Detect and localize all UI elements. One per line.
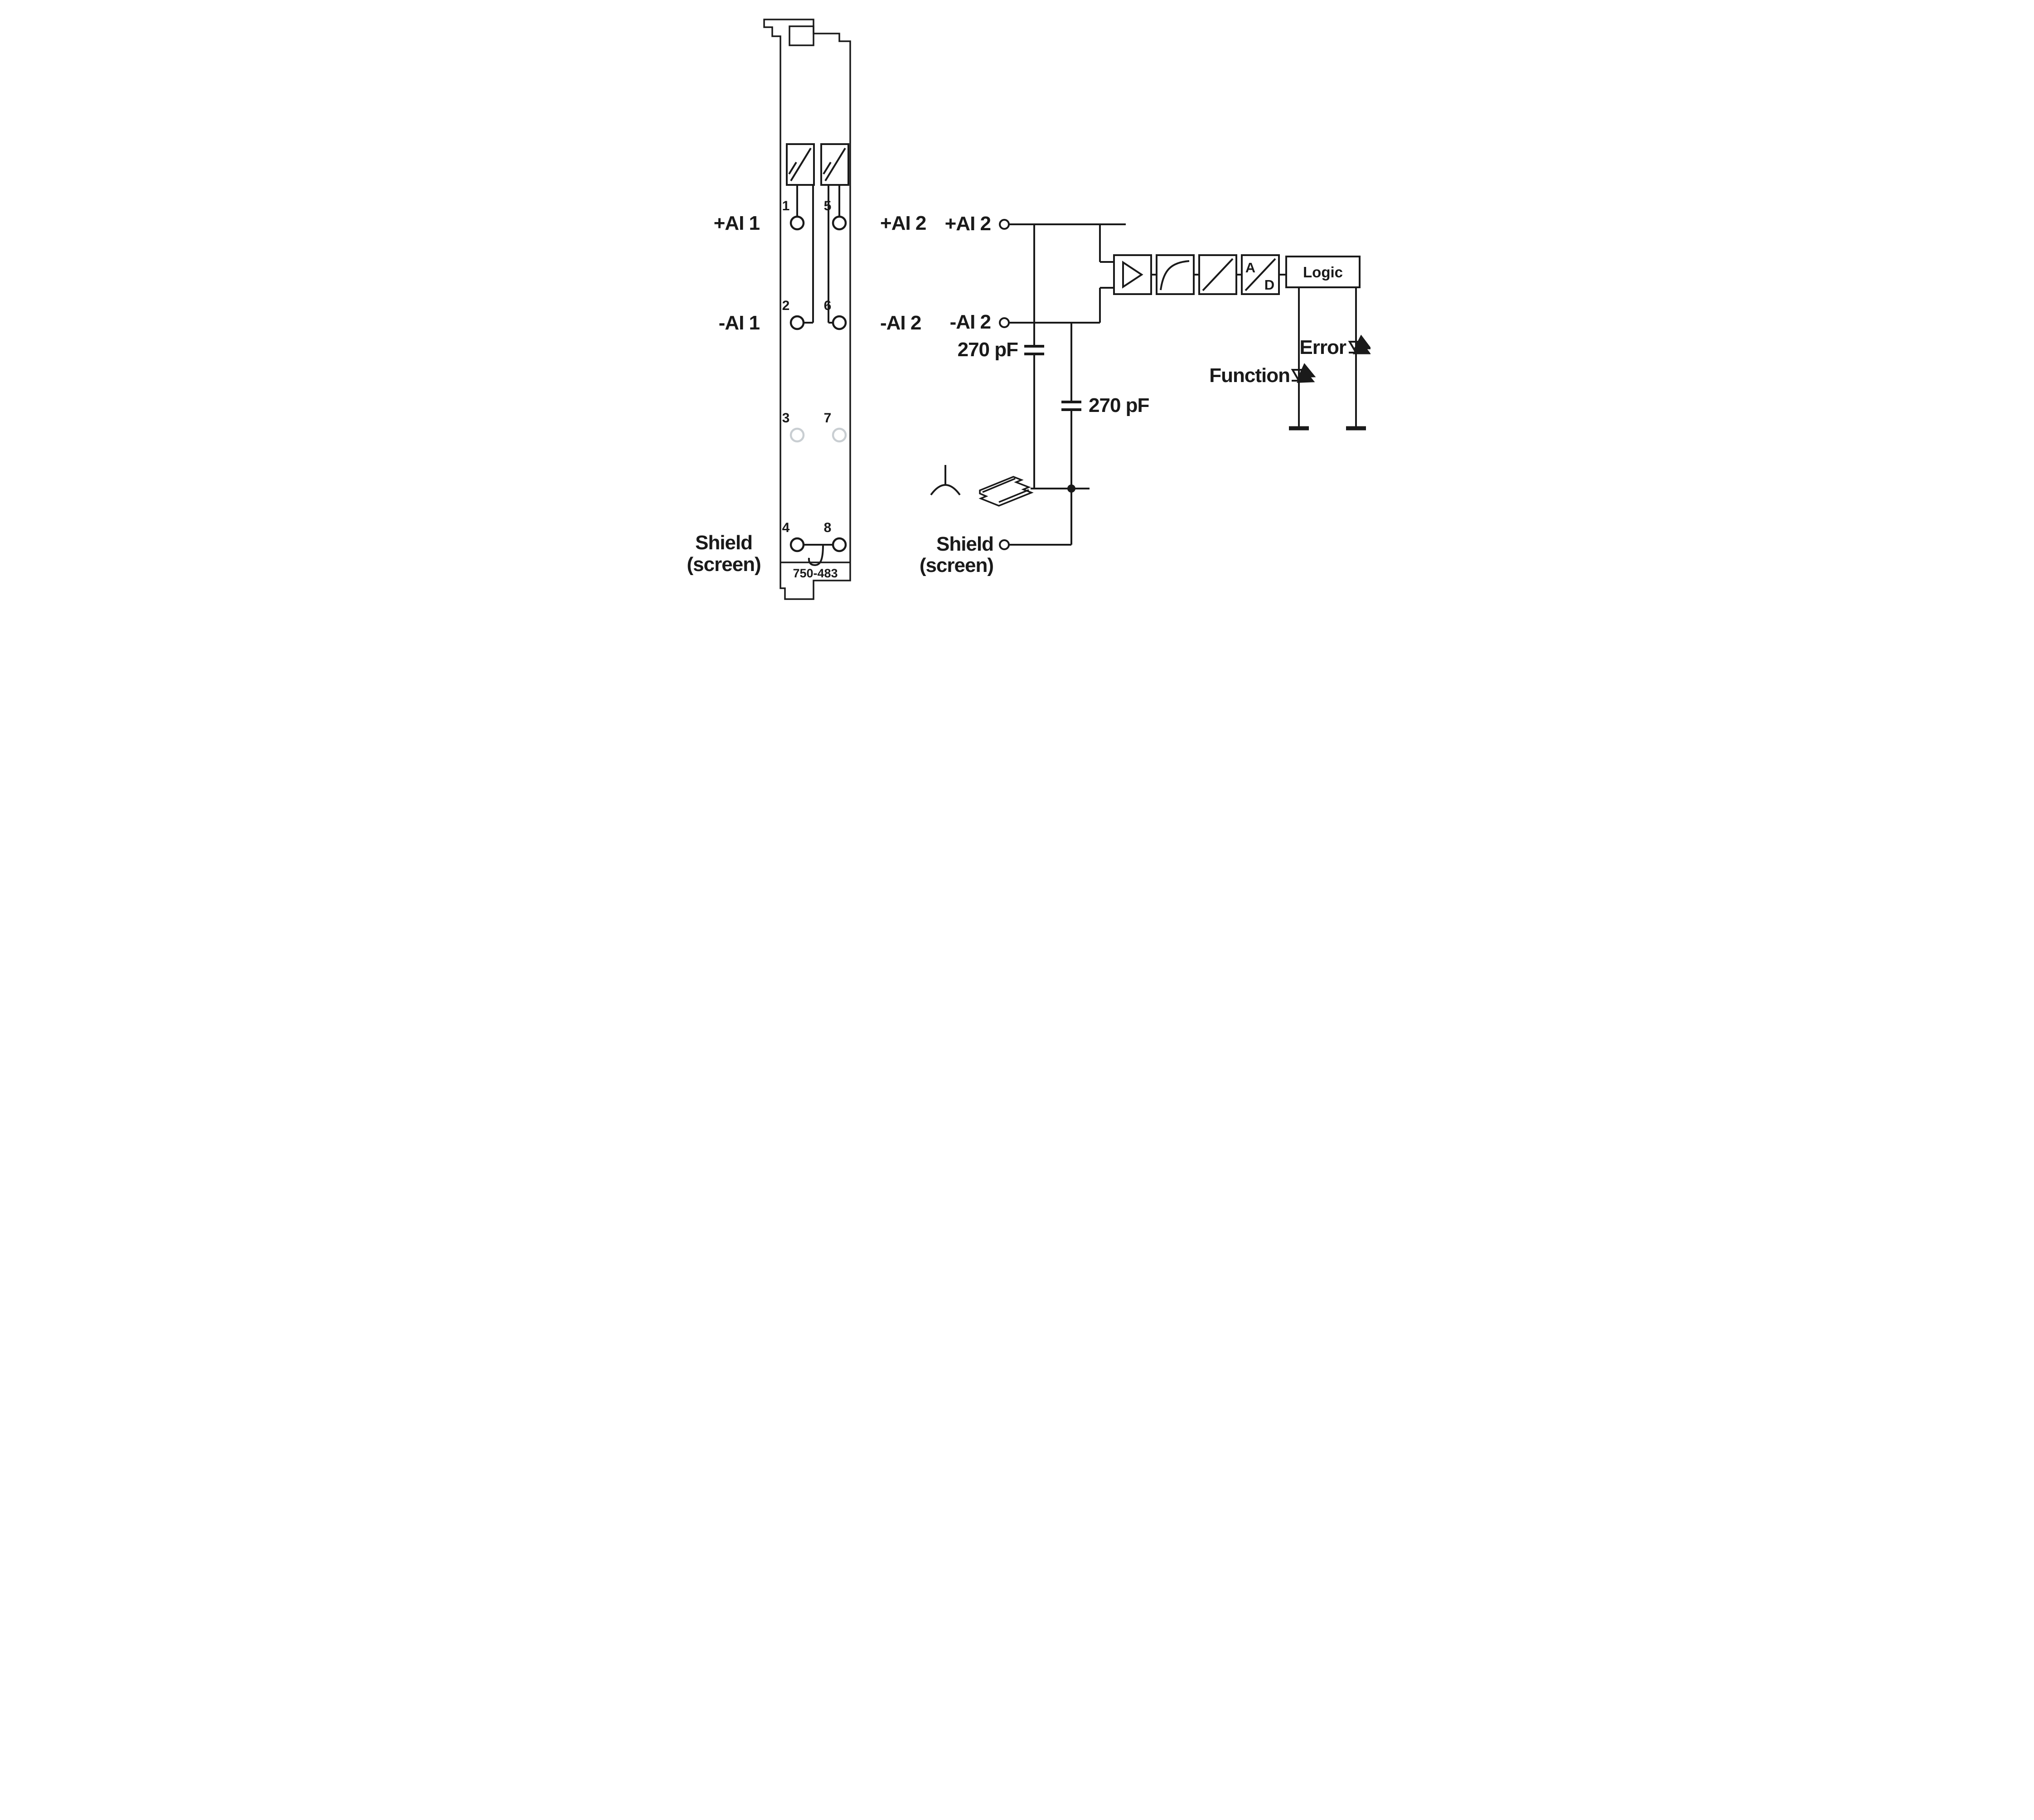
terminal-number-7: 7	[824, 411, 832, 426]
circuit-label-ai2-plus: +AI 2	[945, 213, 991, 235]
terminal-number-2: 2	[782, 298, 790, 313]
filter-curve-icon	[1160, 260, 1190, 290]
label-ai1-minus: -AI 1	[719, 312, 760, 334]
capacitor-2: 270 pF	[1061, 323, 1150, 545]
capacitor-1: 270 pF	[958, 224, 1044, 489]
terminal-number-8: 8	[824, 520, 832, 535]
module-outline	[763, 19, 851, 600]
circuit-label-ai2-minus: -AI 2	[950, 311, 991, 333]
function-led-icon	[1291, 363, 1316, 383]
amplifier-box	[1113, 254, 1152, 295]
terminal-8	[832, 537, 847, 552]
terminal-5	[832, 215, 847, 231]
terminal-number-3: 3	[782, 411, 790, 426]
clamp-box-icon	[786, 143, 815, 186]
function-led-label: Function	[1209, 364, 1290, 387]
clamp-symbol-1	[786, 143, 815, 186]
amplifier-triangle-icon	[1122, 261, 1143, 289]
din-rail-icon	[978, 476, 1034, 507]
clamp-slash-icon	[790, 147, 812, 182]
module-labels: +AI 1 -AI 1 Shield (screen) +AI 2 -AI 2	[687, 212, 926, 576]
clamp-box-icon	[820, 143, 849, 186]
function-led-ray1	[1298, 363, 1316, 378]
part-number: 750-483	[793, 566, 838, 580]
logic-box	[1285, 256, 1361, 288]
earth-arc-icon	[930, 484, 961, 496]
clamp-slash-short-icon	[823, 161, 832, 175]
earth-symbol	[930, 465, 961, 496]
junction-dot	[1067, 484, 1075, 493]
function-led-ray2	[1297, 368, 1315, 383]
error-led-label: Error	[1299, 336, 1346, 358]
label-shield: Shield	[695, 532, 752, 554]
ad-letter-a: A	[1245, 260, 1255, 276]
module-top-notch	[789, 25, 814, 46]
terminal-number-5: 5	[824, 198, 832, 213]
ad-letter-d: D	[1264, 277, 1274, 293]
input-pin-shield	[999, 539, 1010, 550]
amplifier-block	[1113, 254, 1152, 295]
error-led-ray1	[1353, 334, 1371, 349]
din-rail-edge	[982, 478, 1016, 493]
terminal-number-1: 1	[782, 198, 790, 213]
din-rail-edge2	[998, 489, 1029, 503]
linear-slash-icon	[1202, 258, 1234, 291]
terminal-1	[789, 215, 805, 231]
label-ai1-plus: +AI 1	[714, 212, 760, 234]
wiring-diagram: 1 2 3 4 5 6 7 8 750-483 +AI 1 -AI 1 Shie…	[687, 19, 1371, 600]
io-module: 1 2 3 4 5 6 7 8 750-483	[763, 19, 851, 600]
shield-hook-icon	[808, 544, 824, 566]
filter-block	[1156, 254, 1195, 295]
cap1-value: 270 pF	[958, 339, 1018, 361]
terminal-number-4: 4	[782, 520, 790, 535]
error-led-icon	[1348, 334, 1371, 354]
cap2-value: 270 pF	[1089, 394, 1149, 416]
terminal-4	[789, 537, 805, 552]
ad-converter-block: A D	[1241, 254, 1280, 295]
clamp-slash-icon	[824, 147, 846, 182]
input-pin-ai2-plus	[999, 219, 1010, 230]
input-circuit: +AI 2 -AI 2 270 pF 270 pF	[920, 213, 1150, 576]
terminal-7	[832, 427, 847, 443]
label-ai2-minus: -AI 2	[880, 312, 921, 334]
label-screen: (screen)	[687, 553, 760, 576]
terminal-6	[832, 315, 847, 330]
terminal-3	[789, 427, 805, 443]
logic-block: Logic	[1285, 256, 1361, 288]
terminal-number-6: 6	[824, 298, 832, 313]
input-pin-ai2-minus	[999, 317, 1010, 328]
signal-chain: A D Logic	[1113, 254, 1361, 295]
module-internal-wires	[796, 185, 840, 566]
circuit-label-shield: Shield	[936, 533, 993, 555]
logic-label: Logic	[1303, 264, 1343, 281]
clamp-symbol-2	[820, 143, 849, 186]
diagram-page: 1 2 3 4 5 6 7 8 750-483 +AI 1 -AI 1 Shie…	[663, 0, 1371, 607]
error-led-ray2	[1352, 339, 1371, 354]
circuit-label-screen: (screen)	[920, 554, 993, 576]
clamp-slash-short-icon	[788, 161, 797, 175]
ad-slash-icon	[1245, 258, 1276, 291]
terminal-2	[789, 315, 805, 330]
label-ai2-plus: +AI 2	[880, 212, 926, 234]
linearization-block	[1198, 254, 1237, 295]
status-leds: Function Error	[1209, 287, 1371, 431]
